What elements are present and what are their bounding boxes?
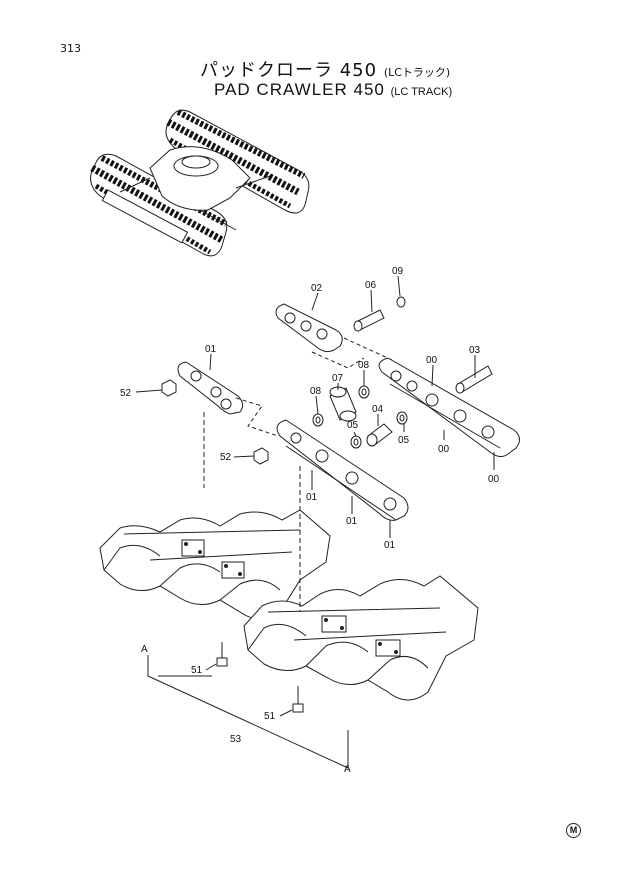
callout-07: 07 xyxy=(332,373,344,384)
callout-00-bottom: 00 xyxy=(488,474,500,485)
callout-05-left: 05 xyxy=(347,420,359,431)
bolt-51-left xyxy=(216,642,228,667)
callout-52-top: 52 xyxy=(120,388,132,399)
callout-08-left: 08 xyxy=(310,386,322,397)
callout-08-right: 08 xyxy=(358,360,370,371)
callout-00-top: 00 xyxy=(426,355,438,366)
leader-lines xyxy=(135,275,495,717)
title-english-suffix: (LC TRACK) xyxy=(390,86,453,98)
callout-52-bottom: 52 xyxy=(220,452,232,463)
title-japanese-main: パッドクローラ 450 xyxy=(200,60,378,81)
link-assembly-middle xyxy=(312,385,408,449)
link-assembly-left xyxy=(161,361,409,521)
title-japanese: パッドクローラ 450 (LCトラック) xyxy=(200,56,450,82)
callout-a-right: A xyxy=(344,764,351,775)
callout-06: 06 xyxy=(365,280,377,291)
callout-01-b: 01 xyxy=(346,516,358,527)
title-english: PAD CRAWLER 450 (LC TRACK) xyxy=(214,80,452,100)
m-mark: M xyxy=(566,823,581,838)
guide-lines xyxy=(147,412,349,769)
undercarriage-illustration xyxy=(90,109,310,257)
track-shoes xyxy=(99,509,479,701)
callout-02: 02 xyxy=(311,283,323,294)
callout-03: 03 xyxy=(469,345,481,356)
callout-01-c: 01 xyxy=(384,540,396,551)
callout-51-left: 51 xyxy=(191,665,203,676)
callout-01-a: 01 xyxy=(306,492,318,503)
callout-labels: 02 06 09 01 08 07 08 00 03 52 05 04 05 0… xyxy=(120,266,500,775)
callout-04: 04 xyxy=(372,404,384,415)
callout-51-right: 51 xyxy=(264,711,276,722)
callout-a-left: A xyxy=(141,644,148,655)
title-english-main: PAD CRAWLER 450 xyxy=(214,80,385,99)
link-assembly-upper xyxy=(275,296,406,369)
bolt-51-right xyxy=(292,686,304,713)
link-assembly-right xyxy=(378,357,520,458)
callout-09: 09 xyxy=(392,266,404,277)
title-japanese-suffix: (LCトラック) xyxy=(383,66,451,79)
callout-53: 53 xyxy=(230,734,242,745)
callout-01-top: 01 xyxy=(205,344,217,355)
callout-05-right: 05 xyxy=(398,435,410,446)
page-number: 313 xyxy=(60,42,81,55)
callout-00-middle: 00 xyxy=(438,444,450,455)
